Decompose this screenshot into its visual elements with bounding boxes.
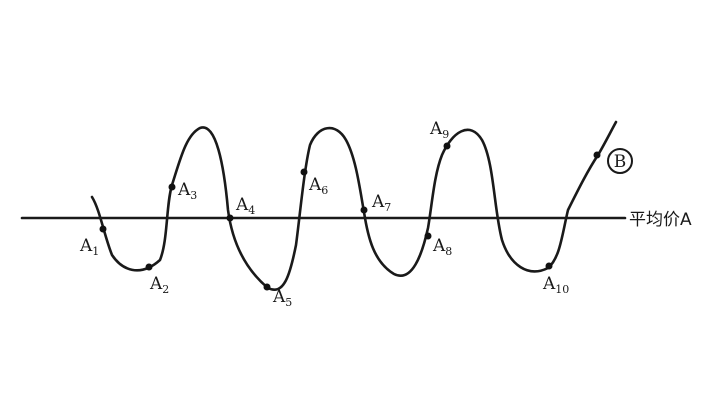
point-b xyxy=(593,151,601,159)
point-a10 xyxy=(545,262,553,270)
price-wave xyxy=(90,120,618,291)
point-a1 xyxy=(99,225,107,233)
point-a2 xyxy=(145,263,153,271)
label-a9: A9 xyxy=(429,119,449,141)
point-a5 xyxy=(263,283,271,291)
point-a8 xyxy=(424,232,432,240)
point-a9 xyxy=(443,142,451,150)
end-marker-label: B xyxy=(614,152,627,172)
point-a7 xyxy=(360,206,368,214)
label-a3: A3 xyxy=(177,180,197,202)
label-a10: A10 xyxy=(542,274,569,296)
point-a4 xyxy=(226,214,234,222)
label-a8: A8 xyxy=(432,236,452,258)
label-a5: A5 xyxy=(272,287,292,309)
label-a4: A4 xyxy=(235,195,255,217)
point-a3 xyxy=(168,183,176,191)
point-a6 xyxy=(300,168,308,176)
average-price-label: 平均价A xyxy=(629,210,692,230)
end-marker-circle xyxy=(607,148,633,174)
label-a2: A2 xyxy=(149,274,169,296)
label-a7: A7 xyxy=(371,192,391,214)
label-a1: A1 xyxy=(79,236,99,258)
label-a6: A6 xyxy=(308,175,328,197)
